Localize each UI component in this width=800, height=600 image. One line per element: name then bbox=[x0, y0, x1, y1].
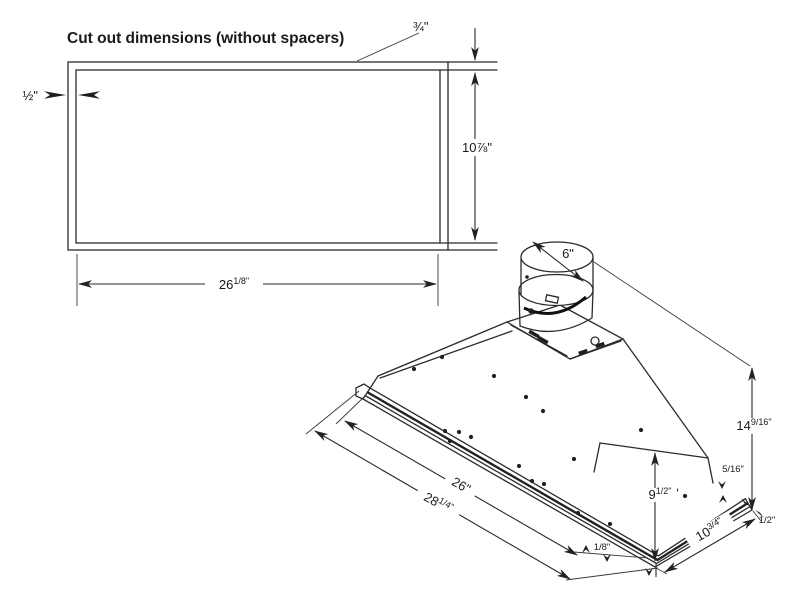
damper-knob bbox=[528, 308, 534, 314]
dim-duct-diameter: 6" bbox=[562, 246, 574, 261]
dim-body-height-group: 91/2" bbox=[644, 486, 677, 502]
body-right-hip bbox=[622, 338, 709, 459]
dim-liner-width-group: 26" bbox=[442, 470, 480, 501]
extension-lines bbox=[305, 261, 762, 581]
dim-lip: 1/2" bbox=[759, 515, 776, 526]
cutout-edge-extensions bbox=[439, 61, 498, 251]
dim-gap: 1/8" bbox=[594, 542, 611, 553]
hood-drawing bbox=[355, 241, 753, 568]
collar-walls bbox=[518, 290, 594, 332]
cutout-inner-rect bbox=[75, 69, 441, 244]
cutout-width-extlines bbox=[76, 254, 439, 306]
labels: Cut out dimensions (without spacers) ¾" … bbox=[23, 19, 779, 553]
flange-arrow-up bbox=[719, 495, 727, 503]
cutout-drawing bbox=[44, 28, 499, 306]
dim-cutout-height: 10⅞" bbox=[462, 140, 492, 155]
top-spacer-leader bbox=[356, 32, 420, 62]
blower-box-right-edge bbox=[707, 457, 714, 484]
cutout-width-label-bg bbox=[205, 273, 263, 292]
cutout-height-label-bg bbox=[455, 139, 499, 156]
body-left-ridge bbox=[377, 321, 508, 377]
blower-box-top-crease bbox=[599, 442, 709, 459]
dim-overall-height-group: 149/16" bbox=[732, 417, 779, 434]
side-spacer-arrow-left bbox=[78, 91, 100, 99]
pipe-hole bbox=[525, 275, 529, 279]
dim-duct-diameter-group: 6" bbox=[559, 246, 579, 261]
duct-diameter-dimline bbox=[532, 241, 584, 282]
body-height-extra-arrow bbox=[645, 568, 653, 576]
dim-depth-group: 103/4" bbox=[684, 511, 736, 550]
rim-inner-edge bbox=[368, 387, 747, 557]
dim-flange: 5/16" bbox=[722, 464, 744, 475]
dim-side-spacer: ½" bbox=[23, 88, 39, 103]
lip-arrow-b bbox=[755, 510, 764, 518]
rim-end-caps bbox=[355, 383, 753, 511]
dim-overall-width-group: 281/4" bbox=[413, 483, 464, 523]
dim-cutout-width: 261/8" bbox=[219, 276, 249, 292]
side-spacer-arrow-right bbox=[44, 91, 66, 99]
depth-dimline bbox=[664, 518, 756, 573]
blower-box-left-edge bbox=[593, 442, 601, 473]
duct-pipe-top bbox=[520, 241, 594, 273]
duct-plate-hole bbox=[590, 336, 600, 346]
body-left-corner-edge bbox=[362, 375, 379, 400]
lip-arrow-a bbox=[741, 498, 750, 506]
gap-arrow-up bbox=[582, 545, 590, 553]
diagram-title: Cut out dimensions (without spacers) bbox=[67, 30, 344, 47]
duct-plate-inner-lines bbox=[510, 324, 622, 360]
duct-plate-brackets bbox=[528, 329, 605, 356]
dim-top-spacer: ¾" bbox=[413, 19, 429, 34]
gap-arrow-down bbox=[603, 554, 611, 562]
damper-tab bbox=[544, 294, 560, 304]
body-left-ridge-2 bbox=[379, 330, 513, 379]
flange-arrow-down bbox=[718, 481, 726, 489]
dim-overall-height: 149/16" bbox=[736, 417, 771, 433]
cutout-outer-rect bbox=[67, 61, 449, 251]
dim-body-height: 91/2" bbox=[649, 486, 672, 502]
duct-pipe-walls bbox=[520, 257, 594, 295]
